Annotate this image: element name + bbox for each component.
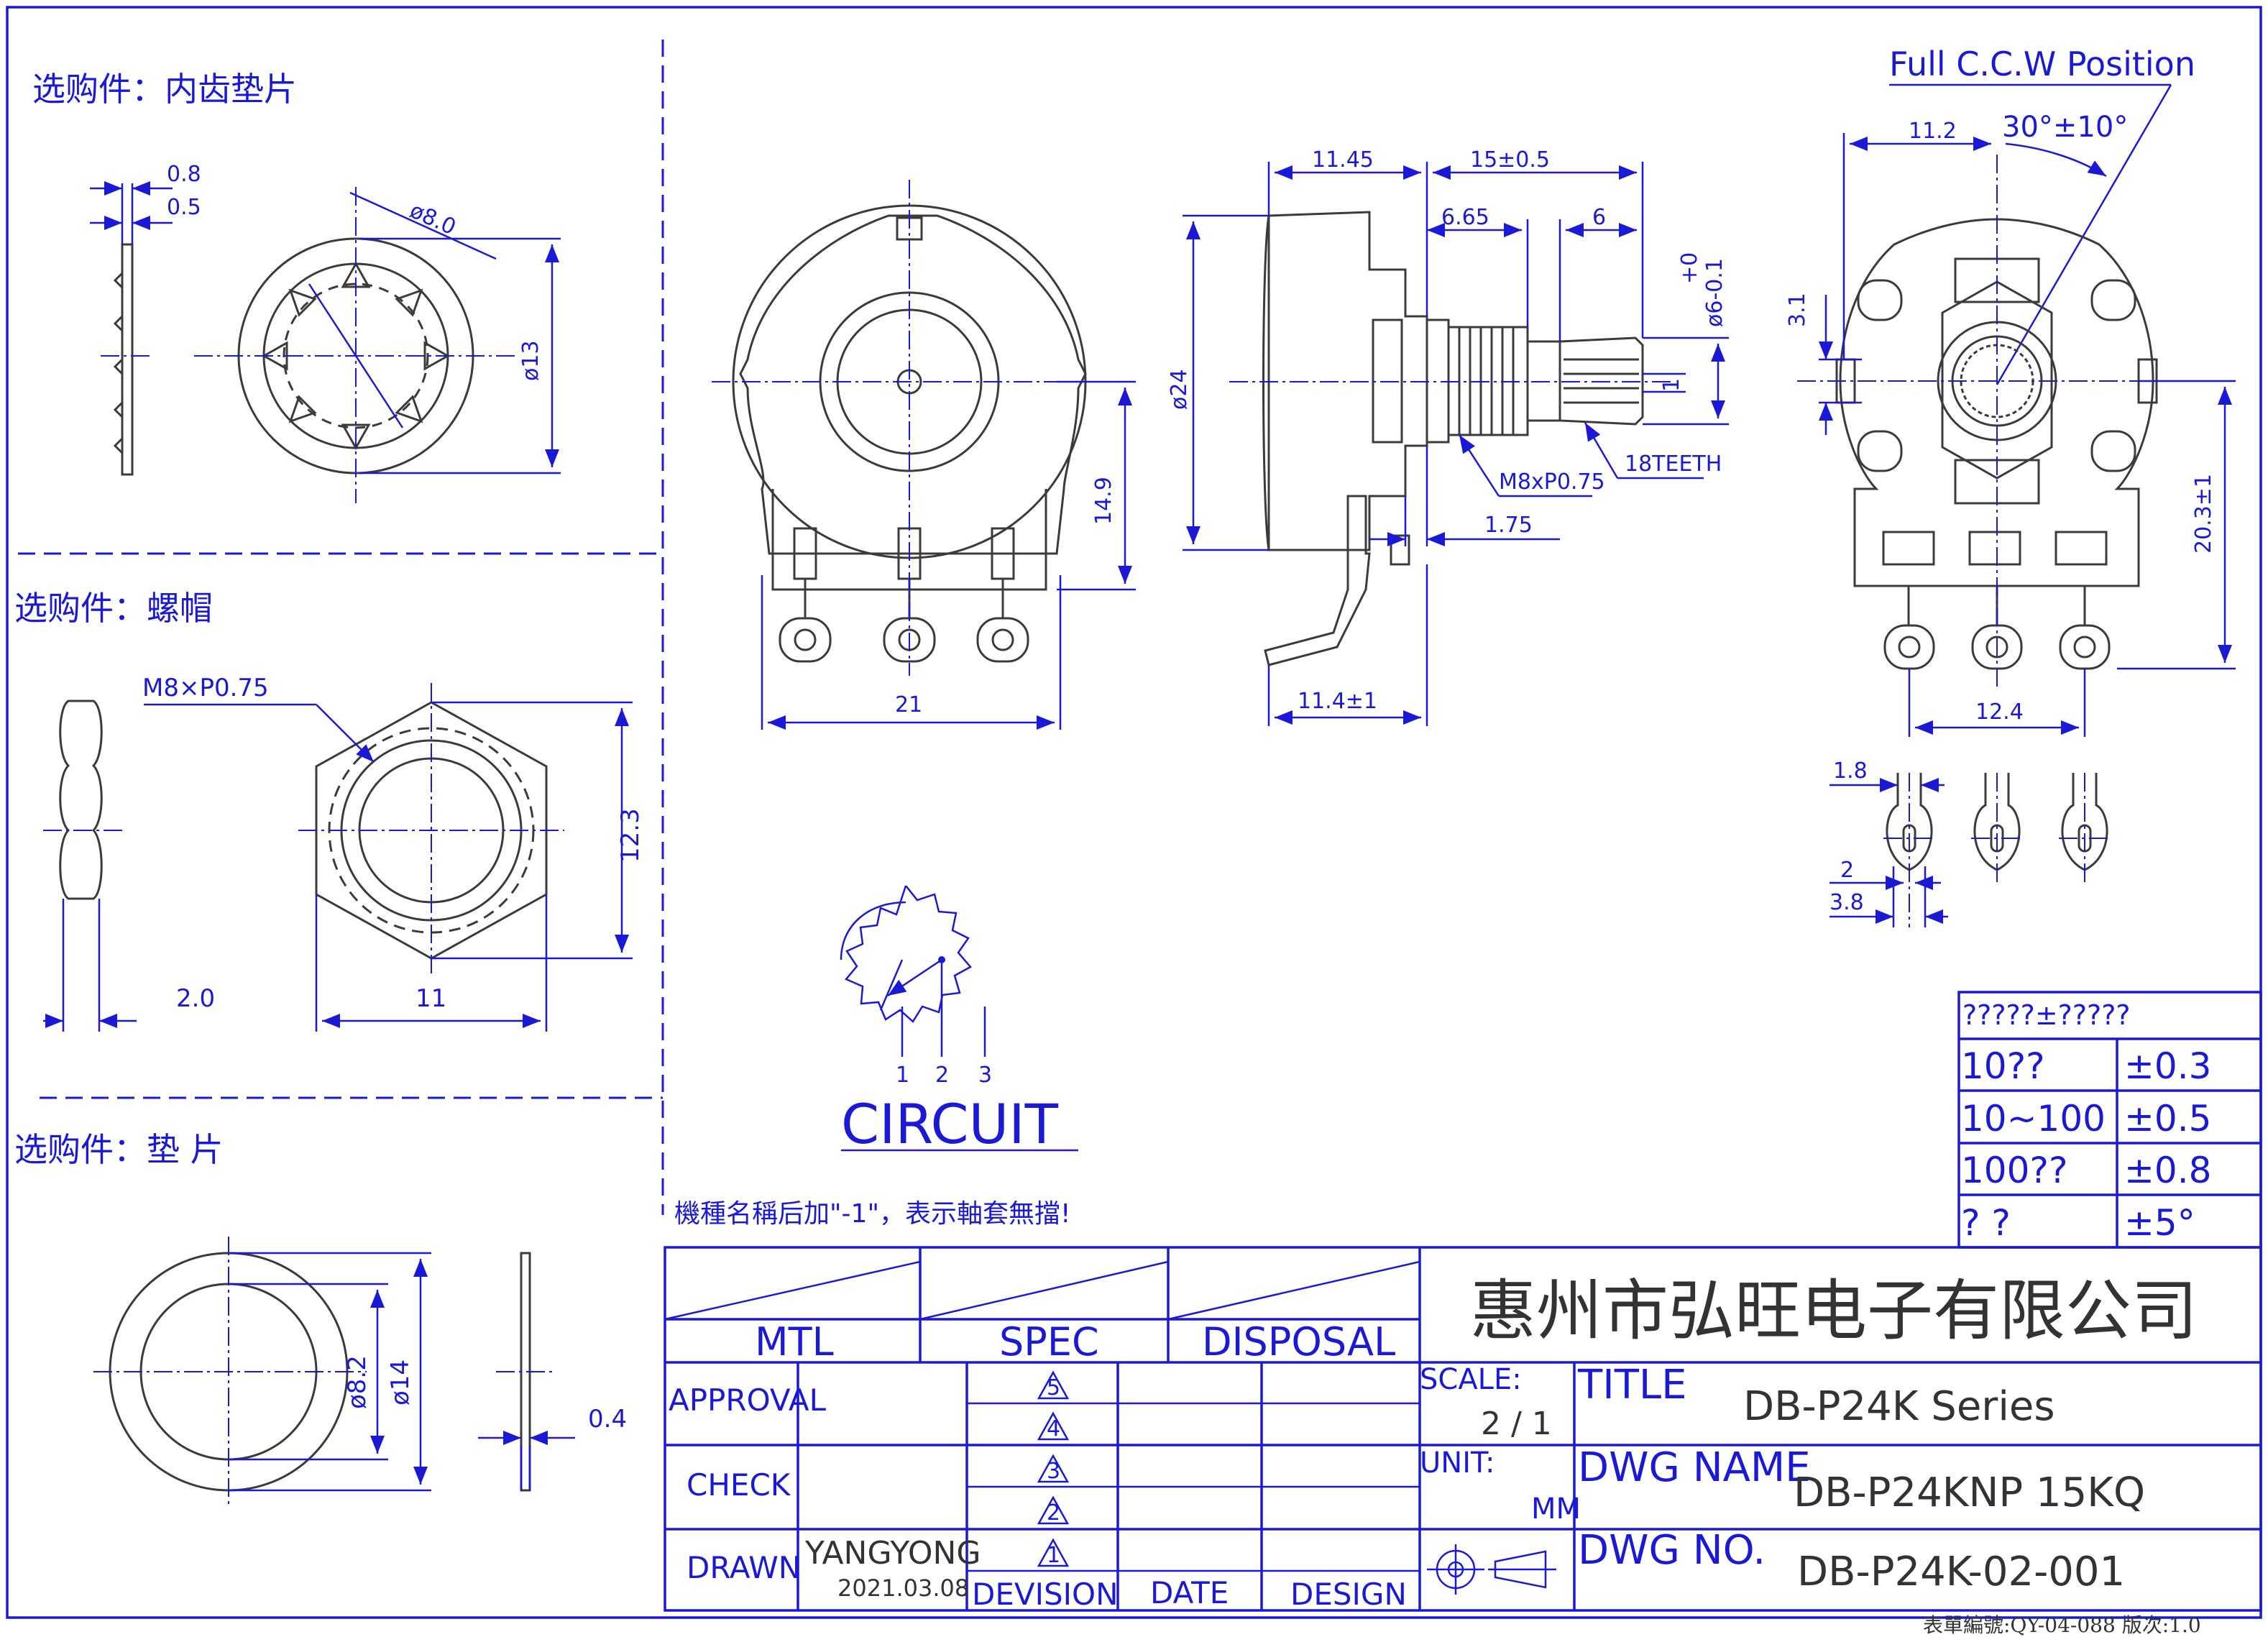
- tb-unit: MM: [1531, 1492, 1581, 1526]
- rev-5: 5: [1047, 1375, 1060, 1400]
- company-name: 惠州市弘旺电子有限公司: [1470, 1273, 2198, 1349]
- circuit-label: CIRCUIT: [841, 1092, 1059, 1156]
- title-block: 惠州市弘旺电子有限公司 MTL SPEC DISPOSAL APPROVAL C…: [664, 1246, 2262, 1612]
- note-text: 機種名稱后加"-1"，表示軸套無擋!: [674, 1199, 1070, 1229]
- circuit-pin-2: 2: [935, 1063, 949, 1088]
- front-dim-width: 21: [895, 692, 922, 717]
- tb-disposal: DISPOSAL: [1202, 1319, 1395, 1365]
- side-view: 11.45 15±0.5 6.65 6 ø24 +0 ø6-0.1 1 M8xP…: [1167, 147, 1729, 726]
- nut-dim-height: 12.3: [616, 808, 645, 863]
- tb-drawn-by: YANGYONG: [804, 1535, 981, 1572]
- tol-range-2: 100??: [1961, 1150, 2068, 1191]
- side-dim-body: 11.45: [1312, 147, 1374, 173]
- rear-dim-height: 20.3±1: [2191, 474, 2216, 554]
- tw-dim-dia: ø13: [518, 340, 543, 381]
- tb-dwg-no-label: DWG NO.: [1578, 1527, 1766, 1574]
- projection-symbol: [1427, 1544, 1556, 1595]
- rear-position-label: Full C.C.W Position: [1889, 45, 2195, 83]
- side-dim-shaft: 15±0.5: [1470, 147, 1550, 173]
- tb-date: DATE: [1150, 1575, 1229, 1610]
- front-view: 14.9 21: [712, 180, 1136, 730]
- tb-scale: 2 / 1: [1481, 1406, 1552, 1442]
- side-dim-dia-body: ø24: [1167, 369, 1192, 410]
- tb-drawn-date: 2021.03.08: [837, 1574, 969, 1602]
- rev-2: 2: [1047, 1500, 1060, 1526]
- tb-dwg-name: DB-P24KNP 15KQ: [1794, 1469, 2145, 1516]
- tb-title-label: TITLE: [1577, 1362, 1687, 1408]
- tb-mtl: MTL: [755, 1319, 834, 1365]
- side-dim-knurl: 6: [1592, 205, 1606, 230]
- term-dim-a: 1.8: [1833, 758, 1868, 784]
- tol-header: ?????±?????: [1962, 999, 2131, 1031]
- rear-dim-slot: 3.1: [1785, 293, 1810, 327]
- washer-dim-inner: ø8.2: [343, 1355, 372, 1409]
- tb-spec: SPEC: [999, 1319, 1099, 1365]
- tol-range-1: 10~100: [1961, 1098, 2106, 1140]
- circuit-diagram: 1 2 3 CIRCUIT: [840, 885, 1078, 1156]
- side-dim-thread: M8xP0.75: [1499, 469, 1605, 495]
- washer-side-view: 0.4: [478, 1252, 627, 1492]
- tb-design: DESIGN: [1290, 1577, 1407, 1612]
- side-dim-terminal: 11.4±1: [1298, 689, 1377, 714]
- circuit-pin-1: 1: [896, 1063, 909, 1088]
- term-dim-b: 2: [1840, 858, 1854, 883]
- circuit-pin-3: 3: [978, 1063, 992, 1088]
- term-dim-c: 3.8: [1829, 890, 1864, 915]
- tw-dim-t2: 0.5: [167, 195, 201, 220]
- side-dim-flat: 1: [1659, 378, 1684, 392]
- tooth-washer-side-view: 0.8 0.5: [90, 162, 201, 476]
- tb-title: DB-P24K Series: [1743, 1383, 2055, 1430]
- tol-value-1: ±0.5: [2124, 1098, 2211, 1140]
- nut-dim-thread: M8×P0.75: [142, 674, 269, 702]
- washer-dim-thickness: 0.4: [588, 1405, 627, 1434]
- nut-dim-thickness: 2.0: [176, 984, 215, 1013]
- side-dim-shaft-dia: ø6-0.1: [1702, 258, 1727, 327]
- tol-range-0: 10??: [1961, 1045, 2045, 1087]
- tb-devision: DEVISION: [972, 1577, 1119, 1612]
- tw-dim-t1: 0.8: [167, 162, 201, 187]
- front-dim-height: 14.9: [1091, 477, 1116, 525]
- side-dim-teeth: 18TEETH: [1625, 451, 1722, 477]
- rev-3: 3: [1047, 1459, 1060, 1484]
- revision-triangles: 5 4 3 2 1: [1037, 1370, 1070, 1568]
- tb-scale-label: SCALE:: [1420, 1363, 1522, 1396]
- sheet-border: [6, 6, 2262, 1619]
- nut-dim-width: 11: [416, 984, 446, 1013]
- tb-unit-label: UNIT:: [1420, 1446, 1495, 1480]
- washer-dim-outer: ø14: [386, 1359, 415, 1406]
- rear-dim-angle: 30°±10°: [2002, 111, 2128, 144]
- rev-1: 1: [1047, 1543, 1060, 1568]
- nut-side-view: 2.0: [43, 700, 215, 1032]
- side-dim-shaft-tol: +0: [1677, 252, 1702, 284]
- tb-dwg-no: DB-P24K-02-001: [1797, 1549, 2125, 1595]
- washer-front-view: ø8.2 ø14: [93, 1237, 431, 1506]
- tooth-washer-front-view: ø8.0 ø13: [194, 187, 561, 503]
- rear-view: Full C.C.W Position 11.2 30°±10°: [1785, 45, 2236, 737]
- rear-dim-offset: 11.2: [1909, 119, 1957, 144]
- optional-washer-label: 选购件：垫 片: [14, 1130, 224, 1169]
- tolerance-table: ?????±????? 10?? ±0.3 10~100 ±0.5 100?? …: [1957, 991, 2262, 1249]
- tw-dim-outer: ø8.0: [406, 198, 460, 240]
- tol-value-3: ±5°: [2124, 1202, 2195, 1244]
- optional-nut-label: 选购件：螺帽: [14, 589, 213, 628]
- tol-range-3: ? ?: [1961, 1202, 2011, 1244]
- side-dim-thread-len: 6.65: [1441, 205, 1489, 230]
- side-dim-collar: 1.75: [1484, 513, 1533, 538]
- rev-4: 4: [1047, 1416, 1060, 1441]
- tol-value-2: ±0.8: [2124, 1150, 2211, 1191]
- nut-front-view: M8×P0.75 12.3 11: [142, 674, 645, 1032]
- tb-drawn: DRAWN: [687, 1550, 801, 1585]
- form-number: 表單編號:QY-04-088 版次:1.0: [1923, 1613, 2201, 1637]
- rear-dim-pitch: 12.4: [1975, 700, 2024, 725]
- tol-value-0: ±0.3: [2124, 1045, 2211, 1087]
- optional-tooth-washer-label: 选购件：内齿垫片: [32, 70, 297, 109]
- terminal-detail: 1.8 2 3.8: [1829, 758, 2109, 927]
- tb-check: CHECK: [687, 1467, 791, 1503]
- tb-approval: APPROVAL: [669, 1382, 827, 1418]
- tb-dwg-name-label: DWG NAME: [1578, 1444, 1811, 1491]
